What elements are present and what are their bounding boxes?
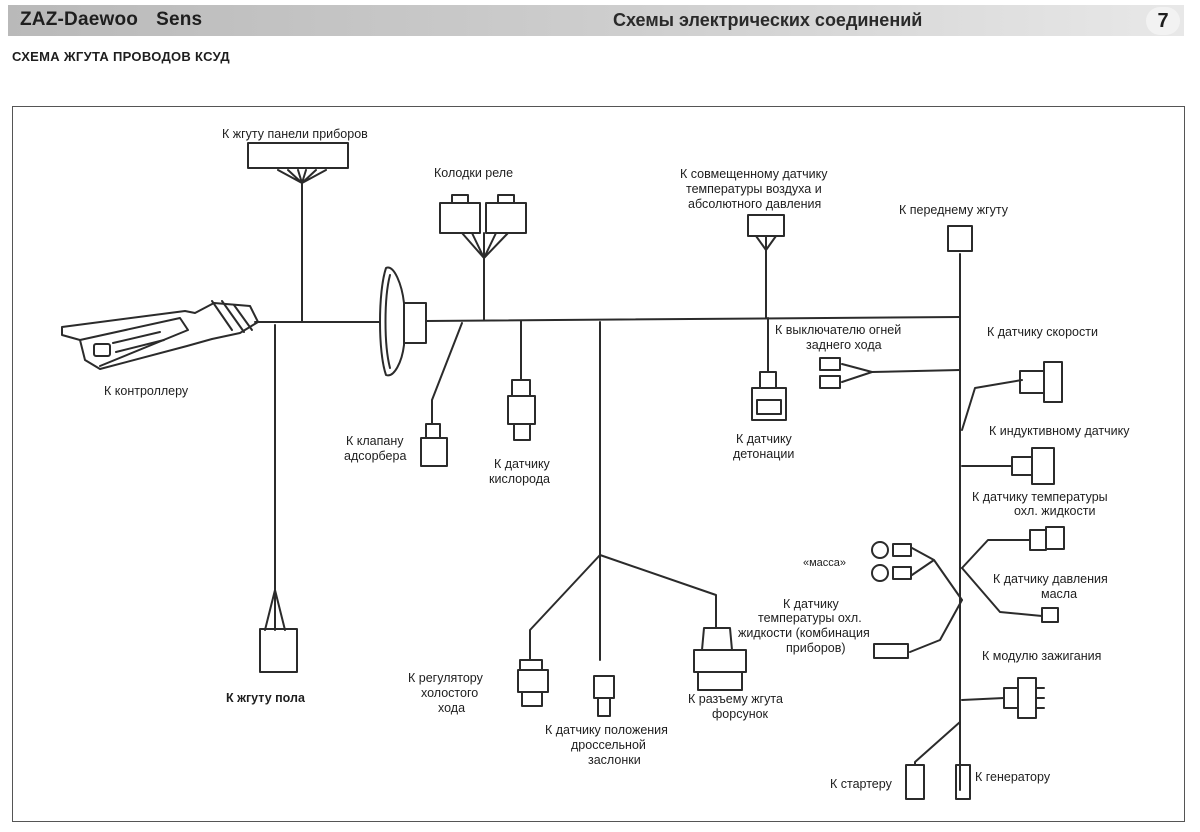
knock-sensor-label-2: детонации	[733, 447, 795, 461]
throttle-position-label-2: дроссельной	[571, 738, 646, 752]
controller-label: К контроллеру	[104, 384, 189, 398]
page-number-badge: 7	[1146, 7, 1180, 35]
coolant-gauge-wire	[909, 599, 963, 653]
floor-harness-label: К жгуту пола	[226, 691, 305, 705]
knock-sensor-connector	[751, 371, 787, 421]
coolant-gauge-label-2: температуры охл.	[758, 611, 862, 625]
ignition-module-connector	[1003, 677, 1045, 719]
throttle-branch-wire	[529, 321, 717, 661]
coolant-gauge-label-4: приборов)	[786, 641, 846, 655]
coolant-gauge-connector	[873, 643, 909, 659]
idle-regulator-label-1: К регулятору	[408, 671, 483, 685]
reverse-switch-wire	[841, 363, 961, 383]
knock-sensor-label-1: К датчику	[736, 432, 792, 446]
adsorber-wire	[431, 322, 463, 424]
idle-regulator-label-3: хода	[438, 701, 466, 715]
ground-wire	[911, 547, 963, 601]
main-trunk-wire	[254, 316, 961, 323]
oxygen-sensor-label-1: К датчику	[494, 457, 550, 471]
oil-pressure-label-2: масла	[1041, 587, 1078, 601]
generator-connector	[955, 764, 971, 800]
floor-harness-wire	[264, 324, 286, 631]
front-harness-connector	[947, 225, 973, 252]
throttle-position-label-1: К датчику положения	[545, 723, 668, 737]
injector-connector	[693, 627, 747, 691]
reverse-switch-label-2: заднего хода	[806, 338, 882, 352]
reverse-switch-connector	[819, 357, 841, 389]
injector-harness-label-1: К разъему жгута	[688, 692, 783, 706]
page-header: ZAZ-Daewoo Sens Схемы электрических соеди…	[8, 5, 1184, 36]
relay-blocks-connector	[439, 194, 527, 234]
instrument-panel-wire	[277, 169, 327, 323]
ignition-module-wire	[961, 697, 1005, 701]
inductive-sensor-connector	[1011, 447, 1055, 485]
relay-wire	[461, 232, 509, 321]
diagram-frame	[12, 106, 1185, 822]
coolant-sensor-wire	[961, 539, 1031, 569]
brand-model: Sens	[156, 9, 203, 30]
map-sensor-wire	[755, 235, 777, 319]
coolant-sensor-label-1: К датчику температуры	[972, 490, 1108, 504]
instrument-panel-connector	[247, 142, 349, 169]
grommet	[379, 266, 427, 377]
map-sensor-label-2: температуры воздуха и	[686, 182, 822, 196]
ground-lugs	[871, 541, 912, 582]
adsorber-label-2: адсорбера	[344, 449, 407, 463]
adsorber-label-1: К клапану	[346, 434, 404, 448]
map-sensor-connector	[747, 214, 785, 237]
relay-blocks-label: Колодки реле	[434, 166, 514, 180]
floor-harness-connector	[259, 628, 298, 673]
brand-title: ZAZ-Daewoo Sens	[20, 9, 202, 31]
page-subtitle: СХЕМА ЖГУТА ПРОВОДОВ КСУД	[12, 49, 230, 64]
throttle-position-label-3: заслонки	[588, 753, 641, 767]
coolant-gauge-label-3: жидкости (комбинация	[738, 626, 870, 640]
speed-sensor-label: К датчику скорости	[987, 325, 1098, 339]
starter-connector	[905, 764, 925, 800]
controller-connector	[61, 300, 259, 370]
section-title: Схемы электрических соединений	[613, 10, 923, 30]
oxygen-sensor-connector	[507, 379, 536, 441]
adsorber-connector	[420, 437, 448, 467]
generator-label: К генератору	[975, 770, 1051, 784]
ground-label: «масса»	[803, 557, 847, 569]
map-sensor-label-3: абсолютного давления	[688, 197, 822, 211]
starter-wire	[914, 721, 961, 766]
front-harness-label: К переднему жгуту	[899, 203, 1008, 217]
map-sensor-label-1: К совмещенному датчику	[680, 167, 828, 181]
idle-regulator-label-2: холостого	[421, 686, 479, 700]
coolant-sensor-connector	[1029, 526, 1065, 551]
oil-pressure-wire	[961, 567, 1043, 617]
oil-pressure-connector	[1041, 607, 1059, 623]
ignition-module-label: К модулю зажигания	[982, 649, 1102, 663]
oil-pressure-label-1: К датчику давления	[993, 572, 1108, 586]
reverse-switch-label-1: К выключателю огней	[775, 323, 902, 337]
coolant-gauge-label-1: К датчику	[783, 597, 839, 611]
idle-regulator-connector	[517, 659, 549, 707]
instrument-panel-label: К жгуту панели приборов	[222, 127, 368, 141]
brand-name: ZAZ-Daewoo	[20, 9, 139, 30]
injector-harness-label-2: форсунок	[712, 707, 769, 721]
inductive-sensor-label: К индуктивному датчику	[989, 424, 1130, 438]
speed-sensor-wire	[961, 379, 1023, 431]
speed-sensor-connector	[1019, 361, 1063, 403]
oxygen-sensor-label-2: кислорода	[489, 472, 550, 486]
throttle-position-connector	[593, 675, 615, 717]
starter-label: К стартеру	[830, 777, 892, 791]
coolant-sensor-label-2: охл. жидкости	[1014, 504, 1096, 518]
